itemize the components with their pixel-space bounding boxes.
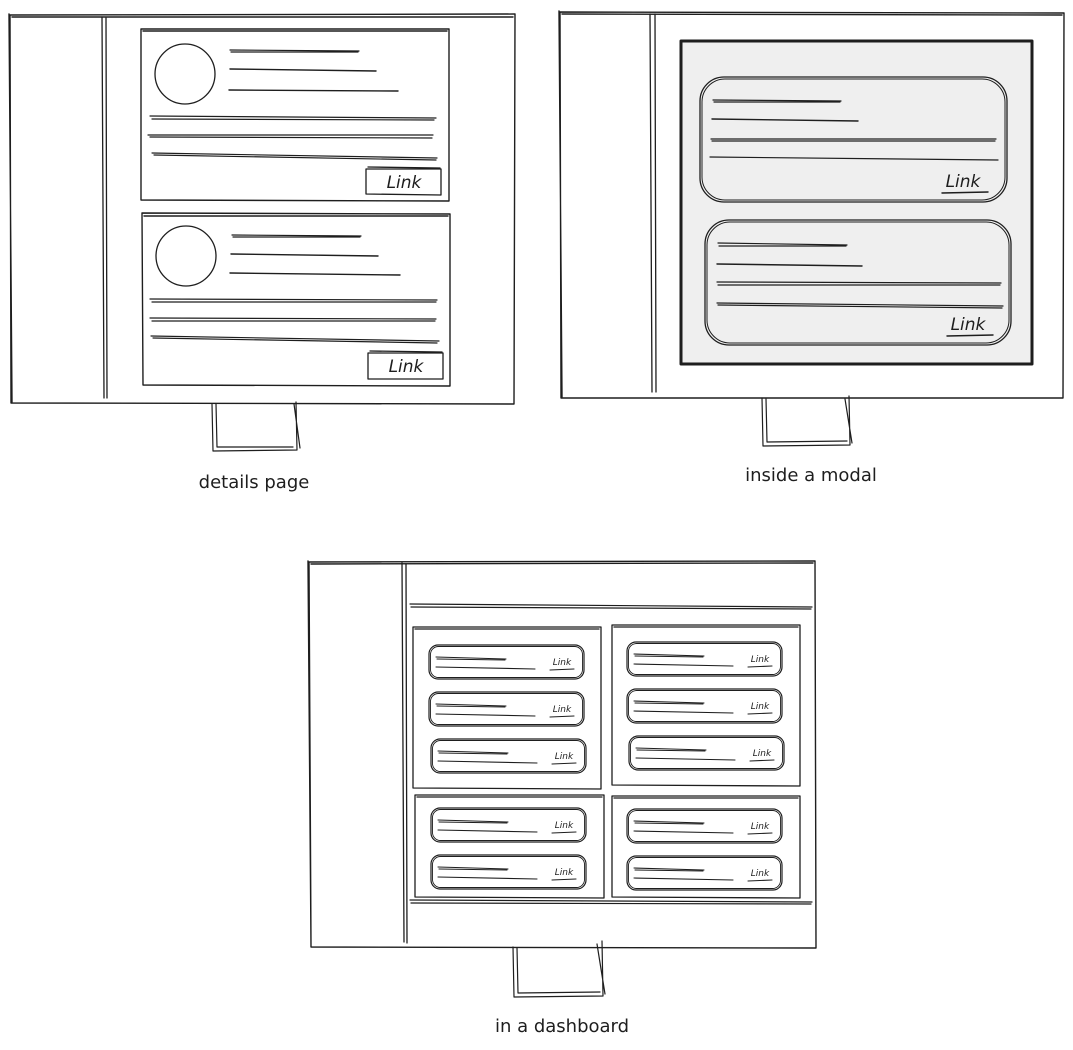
link-label: Link xyxy=(751,822,770,832)
link-label: Link xyxy=(753,749,772,759)
link[interactable]: Link xyxy=(549,705,575,718)
link-label: Link xyxy=(555,821,574,831)
link-label: Link xyxy=(387,173,423,193)
link[interactable]: Link xyxy=(747,822,773,835)
dashboard-monitor xyxy=(307,560,817,998)
details-page-label: details page xyxy=(199,472,310,493)
link[interactable]: Link xyxy=(551,752,577,765)
link[interactable]: Link xyxy=(747,702,773,715)
dashboard-label: in a dashboard xyxy=(495,1016,629,1037)
link-label: Link xyxy=(553,705,572,715)
mini-card: Link xyxy=(626,855,783,891)
modal-monitor xyxy=(558,10,1065,447)
mini-card: Link xyxy=(626,688,783,724)
dashboard-panel-1 xyxy=(412,626,602,790)
mini-card: Link xyxy=(428,691,585,727)
link-label: Link xyxy=(553,658,572,668)
mini-card: Link xyxy=(430,738,587,774)
link-label: Link xyxy=(951,315,987,335)
link[interactable]: Link xyxy=(551,821,577,834)
link-label: Link xyxy=(751,869,770,879)
dashboard-panel-2 xyxy=(611,624,801,787)
modal-label: inside a modal xyxy=(745,465,877,486)
link[interactable]: Link xyxy=(747,655,773,668)
link-label: Link xyxy=(389,357,425,377)
avatar xyxy=(155,225,217,287)
link-label: Link xyxy=(751,655,770,665)
details-page-monitor xyxy=(8,13,516,452)
details-card-1: Link xyxy=(140,28,450,202)
mini-card: Link xyxy=(626,808,783,844)
link-label: Link xyxy=(946,172,982,192)
dashboard-panel-4 xyxy=(611,795,801,899)
dashboard-panel-3 xyxy=(414,794,605,899)
link[interactable]: Link xyxy=(749,749,775,762)
link-label: Link xyxy=(555,752,574,762)
details-card-2: Link xyxy=(141,212,451,387)
avatar xyxy=(154,43,216,105)
link[interactable]: Link xyxy=(549,658,575,671)
link[interactable]: Link xyxy=(941,172,989,194)
link-label: Link xyxy=(751,702,770,712)
link-label: Link xyxy=(555,868,574,878)
modal-card-1: Link xyxy=(699,76,1008,203)
modal-card-2: Link xyxy=(704,219,1012,346)
mini-card: Link xyxy=(628,735,785,771)
mini-card: Link xyxy=(430,807,587,843)
link[interactable]: Link xyxy=(747,869,773,882)
link-button[interactable]: Link xyxy=(365,166,442,196)
link[interactable]: Link xyxy=(946,315,994,337)
link[interactable]: Link xyxy=(551,868,577,881)
mini-card: Link xyxy=(626,641,783,677)
mini-card: Link xyxy=(428,644,585,680)
mini-card: Link xyxy=(430,854,587,890)
link-button[interactable]: Link xyxy=(367,350,444,380)
